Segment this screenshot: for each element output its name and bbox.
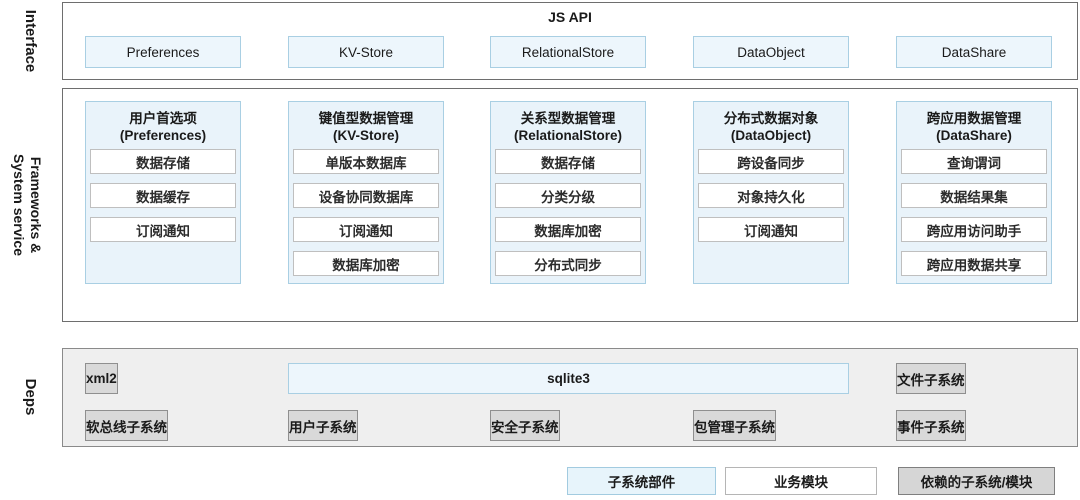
- module-item: 订阅通知: [90, 217, 236, 242]
- api-box-kv-store: KV-Store: [288, 36, 444, 68]
- column-items: 单版本数据库 设备协同数据库 订阅通知 数据库加密: [293, 149, 439, 276]
- legend-business-module: 业务模块: [725, 467, 877, 495]
- layer-label-frameworks-line2: System service: [11, 154, 27, 256]
- column-title-en: (RelationalStore): [513, 128, 622, 143]
- column-title-cn: 跨应用数据管理: [926, 111, 1022, 126]
- api-box-dataobject: DataObject: [693, 36, 849, 68]
- module-item: 数据存储: [90, 149, 236, 174]
- module-item: 分布式同步: [495, 251, 641, 276]
- module-item: 订阅通知: [698, 217, 844, 242]
- column-title-cn: 用户首选项: [129, 111, 197, 126]
- column-title: 分布式数据对象 (DataObject): [694, 110, 848, 144]
- api-box-relationalstore: RelationalStore: [490, 36, 646, 68]
- module-item: 数据存储: [495, 149, 641, 174]
- column-title: 跨应用数据管理 (DataShare): [897, 110, 1051, 144]
- column-items: 跨设备同步 对象持久化 订阅通知: [698, 149, 844, 242]
- module-item: 数据库加密: [495, 217, 641, 242]
- column-title-en: (DataObject): [730, 128, 812, 143]
- module-item: 单版本数据库: [293, 149, 439, 174]
- column-title: 用户首选项 (Preferences): [86, 110, 240, 144]
- module-item: 跨应用数据共享: [901, 251, 1047, 276]
- module-item: 分类分级: [495, 183, 641, 208]
- dep-box-sqlite3: sqlite3: [288, 363, 849, 394]
- module-column-dataobject: 分布式数据对象 (DataObject) 跨设备同步 对象持久化 订阅通知: [693, 101, 849, 284]
- module-item: 对象持久化: [698, 183, 844, 208]
- module-column-relationalstore: 关系型数据管理 (RelationalStore) 数据存储 分类分级 数据库加…: [490, 101, 646, 284]
- dep-box-security-subsystem: 安全子系统: [490, 410, 560, 441]
- column-title: 关系型数据管理 (RelationalStore): [491, 110, 645, 144]
- module-column-preferences: 用户首选项 (Preferences) 数据存储 数据缓存 订阅通知: [85, 101, 241, 284]
- module-column-kv-store: 键值型数据管理 (KV-Store) 单版本数据库 设备协同数据库 订阅通知 数…: [288, 101, 444, 284]
- column-title-en: (KV-Store): [332, 128, 399, 143]
- column-items: 数据存储 数据缓存 订阅通知: [90, 149, 236, 242]
- column-title-en: (DataShare): [936, 128, 1012, 143]
- deps-section: xml2 sqlite3 文件子系统 软总线子系统 用户子系统 安全子系统 包管…: [62, 348, 1078, 447]
- module-item: 订阅通知: [293, 217, 439, 242]
- frameworks-section: 用户首选项 (Preferences) 数据存储 数据缓存 订阅通知 键值型数据…: [62, 88, 1078, 322]
- dep-box-user-subsystem: 用户子系统: [288, 410, 358, 441]
- legend-dependent-subsystem: 依赖的子系统/模块: [898, 467, 1055, 495]
- module-item: 设备协同数据库: [293, 183, 439, 208]
- module-item: 跨应用访问助手: [901, 217, 1047, 242]
- layer-label-interface: Interface: [22, 9, 39, 73]
- layer-label-frameworks: Frameworks & System service: [10, 105, 44, 305]
- api-box-datashare: DataShare: [896, 36, 1052, 68]
- layer-label-deps: Deps: [22, 378, 39, 416]
- module-item: 数据结果集: [901, 183, 1047, 208]
- module-item: 数据库加密: [293, 251, 439, 276]
- dep-box-softbus-subsystem: 软总线子系统: [85, 410, 168, 441]
- column-title: 键值型数据管理 (KV-Store): [289, 110, 443, 144]
- dep-box-event-subsystem: 事件子系统: [896, 410, 966, 441]
- module-column-datashare: 跨应用数据管理 (DataShare) 查询谓词 数据结果集 跨应用访问助手 跨…: [896, 101, 1052, 284]
- dep-box-file-subsystem: 文件子系统: [896, 363, 966, 394]
- js-api-title: JS API: [548, 9, 592, 25]
- column-title-cn: 键值型数据管理: [318, 111, 414, 126]
- module-item: 跨设备同步: [698, 149, 844, 174]
- column-title-cn: 分布式数据对象: [723, 111, 819, 126]
- column-title-cn: 关系型数据管理: [520, 111, 616, 126]
- module-item: 查询谓词: [901, 149, 1047, 174]
- legend-subsystem-part: 子系统部件: [567, 467, 716, 495]
- api-box-preferences: Preferences: [85, 36, 241, 68]
- column-items: 查询谓词 数据结果集 跨应用访问助手 跨应用数据共享: [901, 149, 1047, 276]
- layer-label-frameworks-line1: Frameworks &: [28, 156, 44, 254]
- interface-section: JS API Preferences KV-Store RelationalSt…: [62, 2, 1078, 80]
- dep-box-package-subsystem: 包管理子系统: [693, 410, 776, 441]
- column-items: 数据存储 分类分级 数据库加密 分布式同步: [495, 149, 641, 276]
- column-title-en: (Preferences): [119, 128, 207, 143]
- module-item: 数据缓存: [90, 183, 236, 208]
- dep-box-xml2: xml2: [85, 363, 118, 394]
